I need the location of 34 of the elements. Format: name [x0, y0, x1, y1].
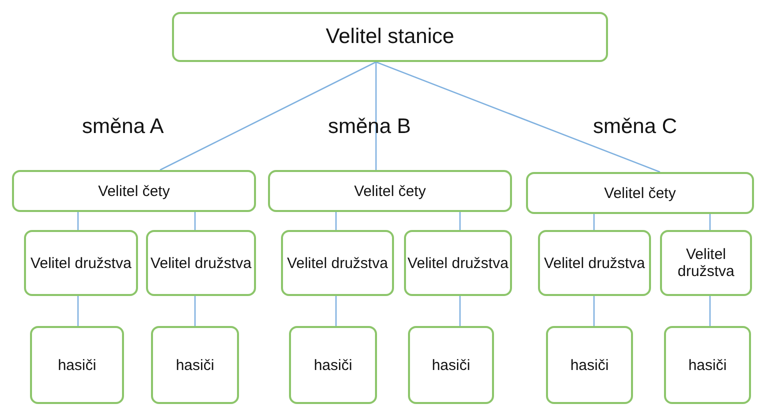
- connector-line: [335, 296, 337, 326]
- connector-line: [593, 296, 595, 326]
- role-box: Velitel družstva: [281, 230, 394, 296]
- connector-line: [194, 296, 196, 326]
- connector-line: [375, 62, 377, 170]
- role-box: hasiči: [289, 326, 377, 404]
- connector-line: [709, 214, 711, 230]
- connector-line: [459, 296, 461, 326]
- connector-line: [160, 61, 376, 171]
- connector-line: [335, 212, 337, 230]
- role-box: hasiči: [408, 326, 494, 404]
- role-box: Velitel čety: [12, 170, 256, 212]
- connector-line: [77, 296, 79, 326]
- role-box: hasiči: [664, 326, 751, 404]
- role-box: Velitel družstva: [538, 230, 651, 296]
- role-box: Velitel družstva: [146, 230, 256, 296]
- role-box: Velitel čety: [268, 170, 512, 212]
- connector-line: [593, 214, 595, 230]
- shift-label: směna A: [82, 115, 164, 139]
- connector-line: [459, 212, 461, 230]
- title-box: Velitel stanice: [172, 12, 608, 62]
- connector-line: [709, 296, 711, 326]
- role-box: hasiči: [30, 326, 124, 404]
- connector-line: [194, 212, 196, 230]
- role-box: Velitel družstva: [24, 230, 138, 296]
- shift-label: směna B: [328, 115, 411, 139]
- role-box: hasiči: [151, 326, 239, 404]
- connector-line: [77, 212, 79, 230]
- role-box: Velitel družstva: [660, 230, 752, 296]
- role-box: Velitel čety: [526, 172, 754, 214]
- role-box: hasiči: [546, 326, 633, 404]
- connector-line: [376, 61, 660, 173]
- shift-label: směna C: [593, 115, 678, 139]
- role-box: Velitel družstva: [404, 230, 512, 296]
